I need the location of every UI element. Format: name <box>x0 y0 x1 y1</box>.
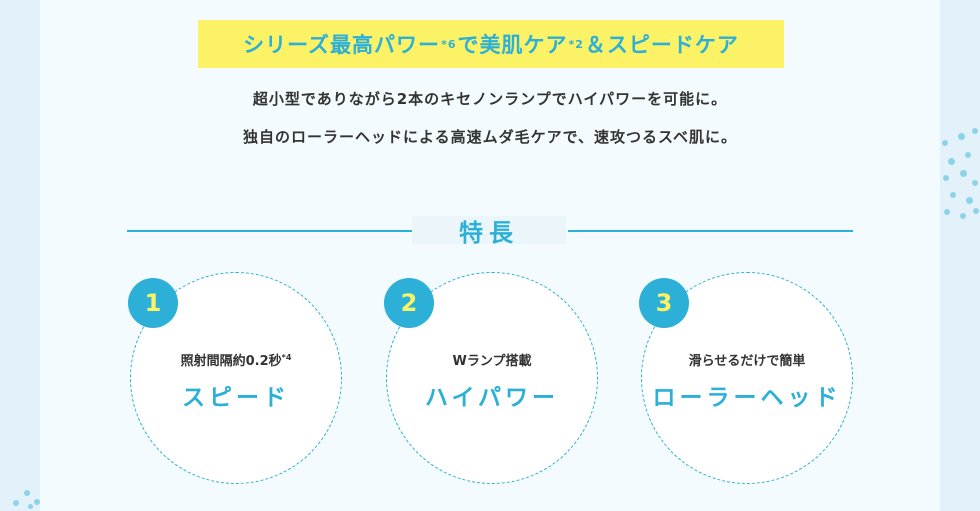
banner-footnote-2: *2 <box>568 37 584 51</box>
feature-number-badge: 3 <box>639 278 689 328</box>
decorative-dot <box>950 192 956 198</box>
decorative-dot <box>966 197 973 204</box>
decorative-dot <box>972 180 978 186</box>
decorative-dot <box>960 170 967 177</box>
decorative-dot <box>34 499 40 505</box>
banner-text-1: シリーズ最高パワー <box>243 33 441 57</box>
banner-footnote-1: *6 <box>441 37 457 51</box>
feature-number-badge: 2 <box>384 278 434 328</box>
decorative-dot <box>958 133 965 140</box>
decorative-dot <box>24 490 30 496</box>
features-divider-right <box>568 230 853 232</box>
banner-text-3: ＆スピードケア <box>584 33 739 57</box>
feature-title: スピード <box>182 385 290 411</box>
description-line-1: 超小型でありながら2本のキセノンランプでハイパワーを可能に。 <box>252 90 728 108</box>
feature-subtitle-text: 照射間隔約0.2秒 <box>180 354 282 369</box>
decorative-dot <box>944 209 950 215</box>
feature-title: ハイパワー <box>424 385 560 411</box>
decorative-dot <box>942 140 948 146</box>
decorative-dot <box>28 504 33 509</box>
decorative-dot <box>973 208 979 214</box>
decorative-dot <box>972 128 978 134</box>
feature-title: ローラーヘッド <box>652 385 842 411</box>
feature-footnote: *4 <box>281 353 292 362</box>
decorative-dot <box>965 152 971 158</box>
feature-subtitle: 照射間隔約0.2秒*4 <box>130 350 342 369</box>
features-heading: 特長 <box>412 216 566 247</box>
feature-number-badge: 1 <box>128 278 178 328</box>
description-line-2: 独自のローラーヘッドによる高速ムダ毛ケアで、速攻つるスベ肌に。 <box>243 128 737 146</box>
feature-subtitle: Wランプ搭載 <box>452 354 532 369</box>
decorative-dot <box>960 213 966 219</box>
feature-subtitle: 滑らせるだけで簡単 <box>688 354 806 369</box>
banner-text-2: で美肌ケア <box>457 33 568 57</box>
decorative-dot <box>943 175 949 181</box>
features-divider-left <box>127 230 412 232</box>
decorative-dot <box>948 158 955 165</box>
decorative-dot <box>13 500 19 506</box>
